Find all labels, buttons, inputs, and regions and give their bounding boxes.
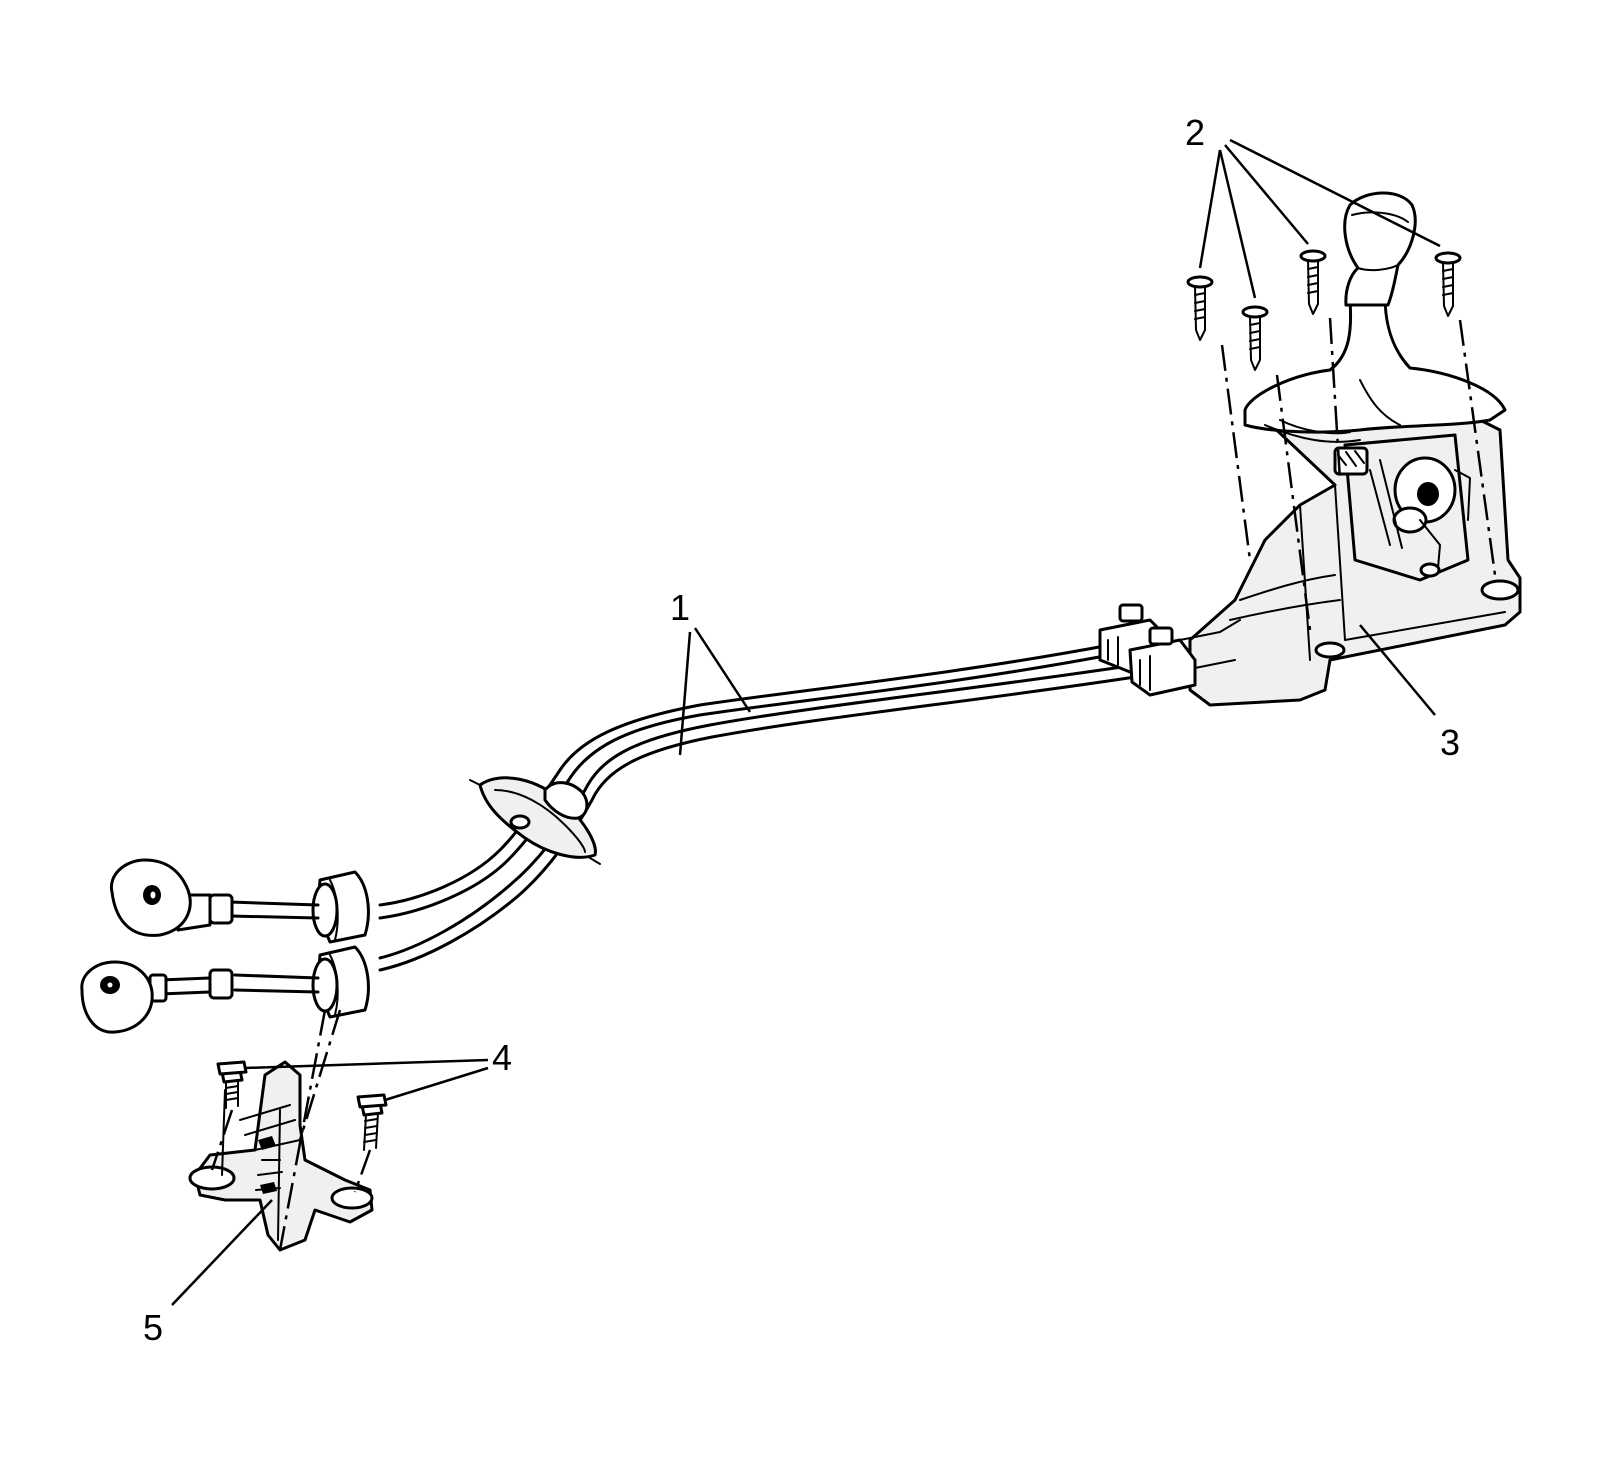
shifter-screw-1 [1186, 275, 1214, 341]
bracket-bolt-1 [216, 1060, 248, 1109]
callout-label-2: 2 [1185, 112, 1205, 153]
cable-end-upper [109, 858, 370, 944]
shifter-screw-2 [1241, 305, 1269, 371]
callout-label-3: 3 [1440, 722, 1460, 763]
cable-end-lower [80, 945, 370, 1034]
cable-grommet [469, 776, 601, 865]
alignment-lines [210, 317, 1497, 1251]
shifter-screw-3 [1299, 249, 1327, 315]
bracket-bolt-2 [356, 1093, 388, 1151]
shift-cables [378, 603, 1241, 972]
callout-label-4: 4 [492, 1037, 512, 1078]
leader-lines [171, 138, 1441, 1306]
shift-control-assembly [1188, 191, 1522, 707]
callout-label-1: 1 [670, 587, 690, 628]
callout-label-5: 5 [143, 1307, 163, 1348]
shifter-screw-4 [1434, 251, 1462, 317]
